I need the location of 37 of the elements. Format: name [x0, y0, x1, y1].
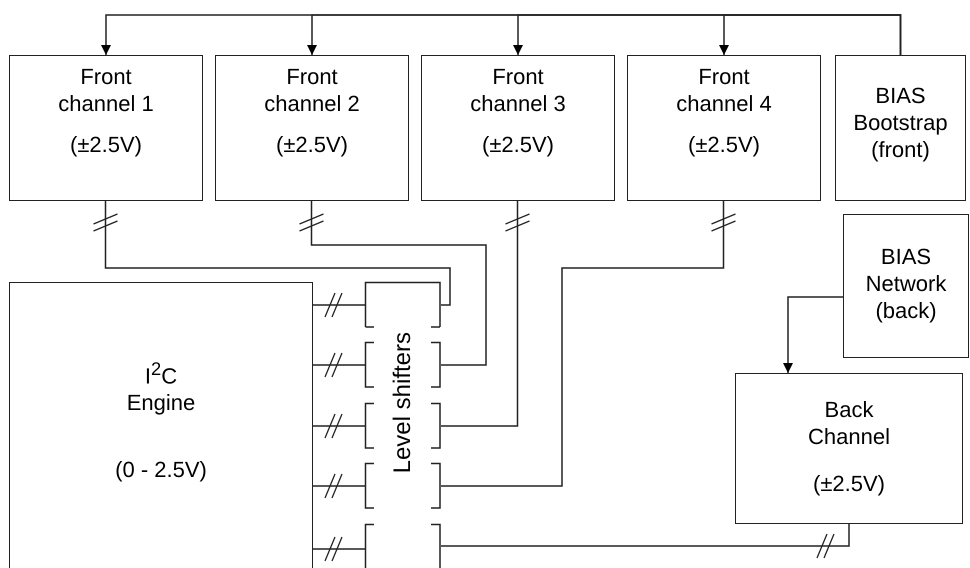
connector-line: [441, 524, 850, 547]
block-title: I$^{2}$C Engine: [126, 357, 196, 416]
connector-line: [441, 201, 518, 427]
voltage-label: (±2.5V): [70, 131, 142, 158]
block-title: Back Channel: [807, 396, 891, 450]
arrow: [783, 296, 843, 373]
block-title: Front channel 3: [469, 63, 567, 117]
connector-line: [313, 304, 365, 306]
voltage-label: (0 - 2.5V): [115, 456, 207, 484]
block-box: [735, 373, 963, 524]
connector-line: [310, 201, 487, 366]
block-title: Front channel 2: [263, 63, 361, 117]
block-box: [627, 55, 821, 201]
voltage-label: (±2.5V): [482, 131, 554, 158]
level-shifter-box: [365, 524, 441, 568]
block-title: BIAS Network (back): [864, 243, 948, 324]
block-box: [421, 55, 615, 201]
arrow: [719, 14, 902, 55]
block-box: [835, 55, 966, 201]
connector-line: [313, 485, 365, 487]
connector-line: [104, 201, 451, 306]
block-title: BIAS Bootstrap (front): [852, 82, 949, 163]
block-box: [9, 282, 313, 568]
block-box: [215, 55, 409, 201]
connector-line: [441, 201, 724, 487]
block-box: [843, 214, 969, 358]
vertical-label: Level shifters: [388, 332, 418, 474]
voltage-label: (±2.5V): [688, 131, 760, 158]
level-shifter-box: [365, 282, 441, 328]
block-box: [9, 55, 203, 201]
voltage-label: (±2.5V): [813, 470, 885, 497]
voltage-label: (±2.5V): [276, 131, 348, 158]
block-title: Front channel 4: [675, 63, 773, 117]
connector-line: [313, 364, 365, 366]
block-title: Front channel 1: [57, 63, 155, 117]
connector-line: [313, 425, 365, 427]
connector-line: [313, 548, 365, 550]
